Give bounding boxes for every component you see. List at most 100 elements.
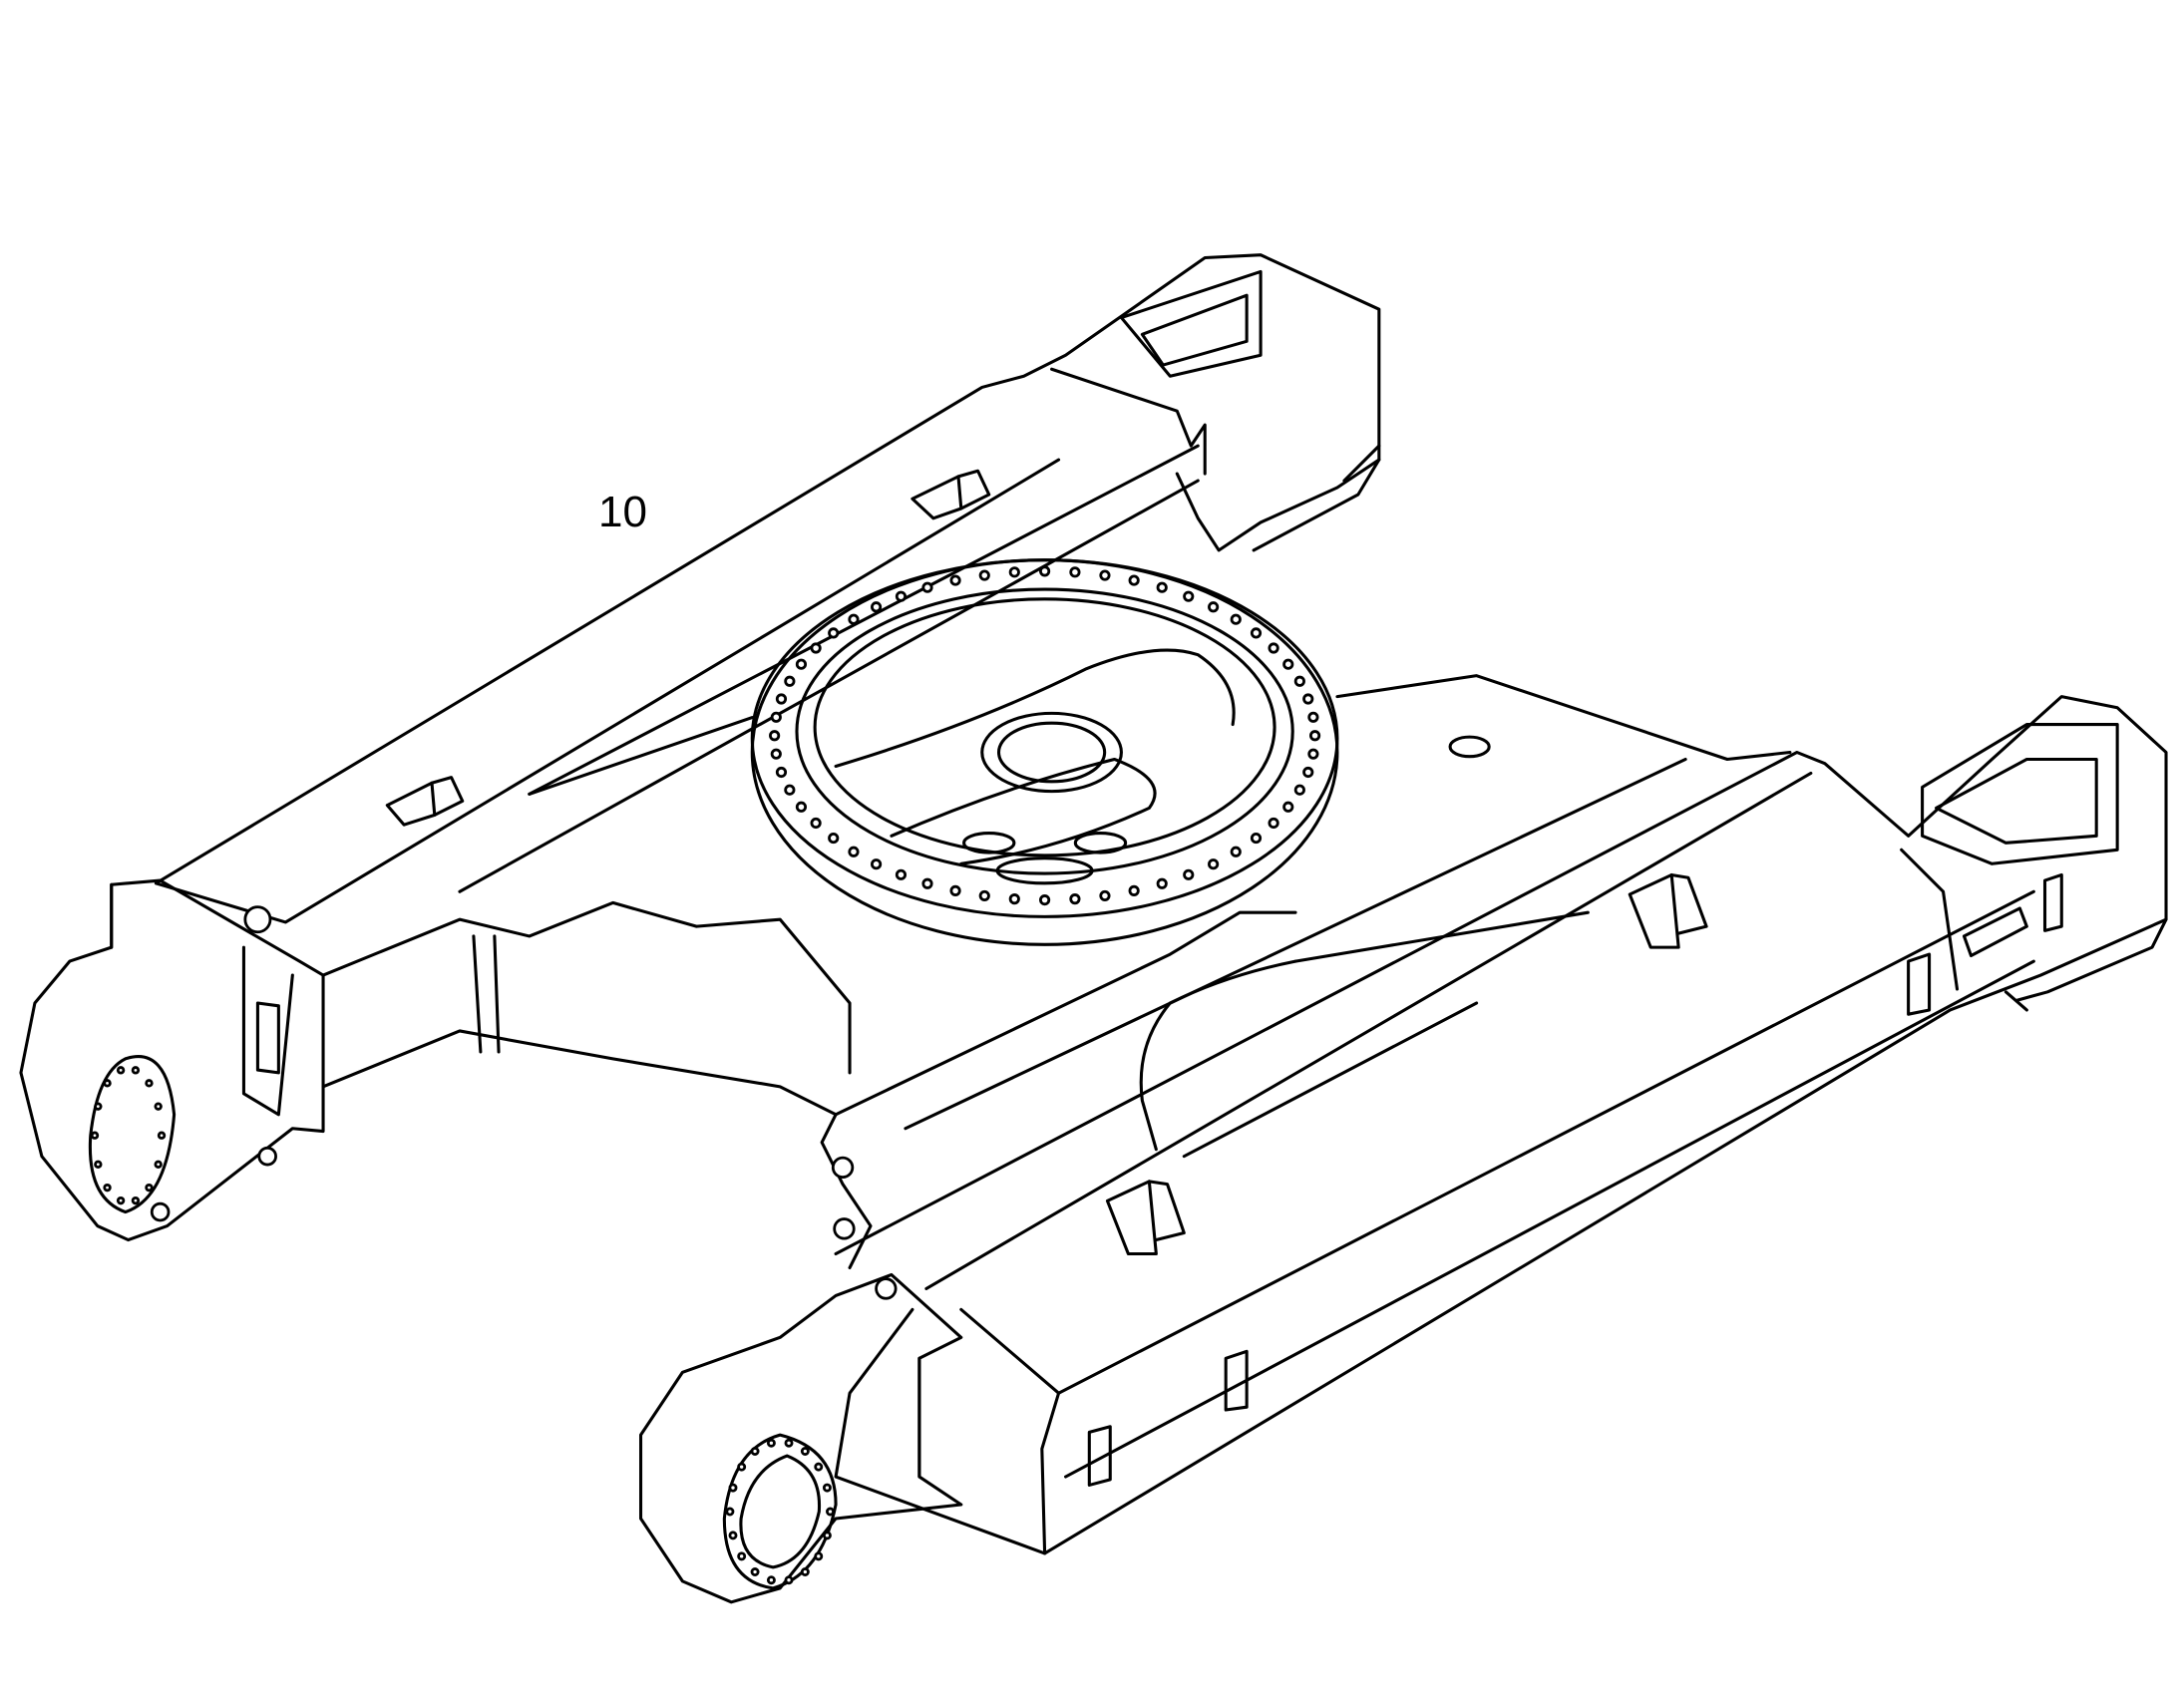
bolt-hole (1069, 893, 1081, 905)
bolt-hole (1307, 748, 1319, 760)
idler-bolt-hole (784, 1575, 794, 1585)
bolt-hole (978, 569, 990, 581)
idler-bolt-hole (766, 1575, 776, 1585)
upper-track-frame (154, 253, 1381, 924)
idler-bolt-hole (822, 1483, 832, 1493)
bolt-hole (1156, 581, 1168, 593)
bolt-hole (775, 693, 788, 705)
bolt-hole (1039, 894, 1051, 906)
bolt-hole (1008, 566, 1020, 578)
idler-bolt-hole (154, 1160, 163, 1169)
bolt-hole (895, 590, 908, 602)
idler-bolt-hole (728, 1483, 738, 1493)
idler-bolt-hole (766, 1438, 776, 1448)
bolt-hole (1128, 574, 1140, 586)
bolt-hole (828, 627, 840, 639)
part-callout-label: 10 (598, 488, 647, 536)
bolt-hole (1128, 884, 1140, 896)
bolt-hole (828, 832, 840, 845)
idler-bolt-hole (814, 1462, 824, 1472)
idler-bolt-hole (131, 1196, 141, 1205)
bolt-hole (1308, 730, 1321, 742)
bolt-hole (1230, 613, 1242, 625)
bolt-hole (921, 877, 933, 889)
bolt-hole (810, 642, 822, 654)
bolt-hole (784, 675, 796, 687)
bolt-hole (1099, 889, 1111, 902)
bolt-hole (1293, 784, 1305, 796)
bolt-hole (1268, 642, 1279, 654)
idler-bolt-hole (103, 1079, 112, 1088)
lower-track-frame (834, 695, 2168, 1555)
bolt-hole (871, 601, 883, 613)
idler-bolt-hole (116, 1066, 126, 1075)
bolt-hole (895, 868, 908, 880)
bolt-hole (1039, 565, 1051, 577)
idler-bolt-hole (145, 1079, 154, 1088)
bolt-hole (1302, 693, 1314, 705)
idler-bolt-hole (800, 1447, 810, 1456)
bolt-hole (784, 784, 796, 796)
bolt-hole (1069, 566, 1081, 578)
idler-bolt-hole (90, 1131, 100, 1140)
bolt-hole (1282, 658, 1294, 670)
bolt-hole (769, 730, 781, 742)
idler-bolt-hole (131, 1066, 141, 1075)
bolt-hole (1282, 801, 1294, 813)
bolt-hole (1008, 893, 1020, 905)
bolt-hole (775, 766, 788, 779)
bolt-hole (978, 889, 990, 902)
left-cross-beam (321, 900, 852, 1117)
swing-bearing-ring (750, 558, 1339, 946)
bolt-hole (1099, 569, 1111, 581)
bolt-hole (1302, 766, 1314, 779)
bolt-hole (795, 658, 808, 670)
bolt-hole (1250, 832, 1263, 845)
idler-bolt-hole (145, 1183, 154, 1193)
bolt-hole (848, 846, 860, 857)
bolt-hole (871, 858, 883, 870)
idler-bolt-hole (750, 1567, 760, 1576)
idler-bolt-hole (737, 1462, 747, 1472)
center-car-body (528, 674, 1792, 1159)
bolt-hole (848, 613, 860, 625)
mounting-brackets (385, 469, 2063, 1487)
idler-bolt-hole (154, 1102, 163, 1111)
idler-bolt-hole (725, 1507, 735, 1517)
bolt-hole (1183, 868, 1195, 880)
bolt-hole (949, 884, 961, 896)
bolt-hole (770, 711, 782, 723)
bolt-hole (1293, 675, 1305, 687)
bolt-hole (949, 574, 961, 586)
idler-bolt-hole (826, 1507, 835, 1517)
idler-bolt-hole (800, 1567, 810, 1576)
bolt-hole (1307, 711, 1319, 723)
idler-bolt-hole (94, 1160, 103, 1169)
bolt-hole (795, 801, 808, 813)
idler-bolt-hole (103, 1183, 112, 1193)
bolt-hole (1208, 858, 1220, 870)
bolt-hole (770, 748, 782, 760)
idler-bolt-hole (94, 1102, 103, 1111)
swing-ring-bolt-holes (769, 565, 1321, 906)
bolt-hole (921, 581, 933, 593)
idler-bolt-hole (157, 1131, 167, 1140)
bolt-hole (1183, 590, 1195, 602)
left-idler-housing (19, 878, 325, 1242)
bolt-hole (1250, 627, 1263, 639)
idler-bolt-hole (116, 1196, 126, 1205)
right-idler-housing (638, 1113, 963, 1604)
bolt-hole (810, 817, 822, 830)
idler-bolt-hole (737, 1551, 747, 1561)
bolt-hole (1208, 601, 1220, 613)
idler-bolt-hole (728, 1531, 738, 1540)
idler-bolt-hole (822, 1531, 832, 1540)
idler-bolt-hole (814, 1551, 824, 1561)
idler-bolt-hole (784, 1438, 794, 1448)
idler-bolt-hole (750, 1447, 760, 1456)
bolt-hole (1268, 817, 1279, 830)
bolt-hole (1230, 846, 1242, 857)
bolt-hole (1156, 877, 1168, 889)
idler-flange-bolt-holes (90, 1066, 835, 1585)
